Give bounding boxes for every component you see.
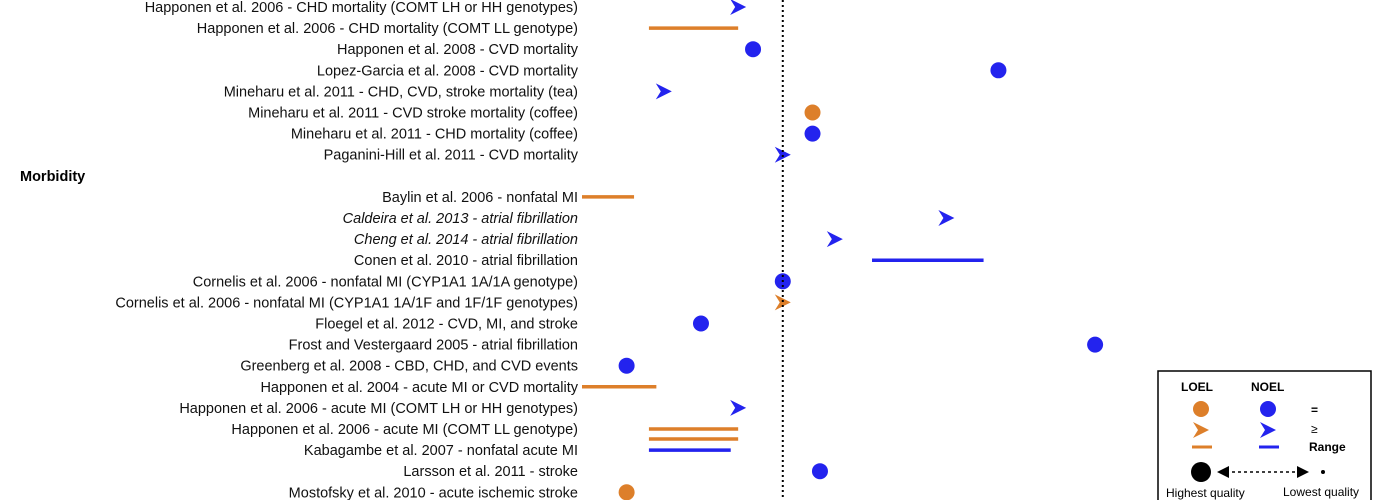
row-label: Caldeira et al. 2013 - atrial fibrillati… [343,211,578,227]
row-label: Paganini-Hill et al. 2011 - CVD mortalit… [324,148,579,164]
point-arrow [938,210,955,226]
row-label: Greenberg et al. 2008 - CBD, CHD, and CV… [240,359,578,375]
point-arrow [655,83,672,100]
row-label: Frost and Vestergaard 2005 - atrial fibr… [289,338,578,354]
legend-loel-circle [1193,401,1209,417]
point-arrow [826,231,843,248]
row-label: Happonen et al. 2006 - CHD mortality (CO… [197,21,578,37]
point-arrow [774,294,791,311]
legend-header-noel: NOEL [1251,380,1284,394]
row-labels: Happonen et al. 2006 - CHD mortality (CO… [20,0,579,500]
point-circle [745,41,762,58]
legend-low-quality-dot [1321,470,1325,474]
point-circle [990,62,1007,79]
legend-quality-low: Lowest quality [1283,485,1359,499]
row-label: Kabagambe et al. 2007 - nonfatal acute M… [304,443,578,459]
row-label: Floegel et al. 2012 - CVD, MI, and strok… [315,317,578,333]
section-heading: Morbidity [20,169,85,185]
row-label: Happonen et al. 2006 - acute MI (COMT LH… [179,401,578,417]
row-label: Mineharu et al. 2011 - CVD stroke mortal… [248,106,578,122]
row-label: Cornelis et al. 2006 - nonfatal MI (CYP1… [115,295,578,311]
row-label: Lopez-Garcia et al. 2008 - CVD mortality [317,63,579,79]
point-circle [618,484,635,500]
row-label: Cheng et al. 2014 - atrial fibrillation [354,232,578,248]
point-circle [804,104,821,121]
row-label: Mostofsky et al. 2010 - acute ischemic s… [289,485,578,500]
legend-quality-arrow-right [1297,466,1309,478]
row-label: Happonen et al. 2006 - CHD mortality (CO… [145,0,578,16]
point-arrow [730,0,747,15]
point-circle [692,315,709,332]
row-label: Larsson et al. 2011 - stroke [403,464,578,480]
legend-eq-label: = [1311,403,1318,417]
legend-ge-label: ≥ [1311,422,1318,436]
row-label: Cornelis et al. 2006 - nonfatal MI (CYP1… [193,274,578,290]
row-label: Mineharu et al. 2011 - CHD mortality (co… [291,127,578,143]
row-label: Conen et al. 2010 - atrial fibrillation [354,253,578,269]
chart-marks [582,0,1104,500]
legend-loel-arrow [1193,422,1209,438]
row-label: Happonen et al. 2008 - CVD mortality [337,42,579,58]
legend-high-quality-dot [1191,462,1211,482]
point-circle [1087,336,1104,353]
legend-quality-arrow-left [1217,466,1229,478]
point-circle [804,125,821,142]
legend-noel-circle [1260,401,1276,417]
point-circle [618,357,635,374]
point-arrow [730,399,747,416]
row-label: Happonen et al. 2004 - acute MI or CVD m… [260,380,578,396]
row-label: Happonen et al. 2006 - acute MI (COMT LL… [231,422,578,438]
legend-quality-high: Highest quality [1166,486,1245,500]
row-label: Baylin et al. 2006 - nonfatal MI [382,190,578,206]
legend-range-label: Range [1309,440,1346,454]
legend-header-loel: LOEL [1181,380,1213,394]
point-arrow [774,146,791,163]
legend: LOEL NOEL = ≥ Range Highest quality Lowe… [1157,370,1372,500]
point-circle [811,463,828,480]
row-label: Mineharu et al. 2011 - CHD, CVD, stroke … [224,84,578,100]
legend-noel-arrow [1260,422,1276,438]
